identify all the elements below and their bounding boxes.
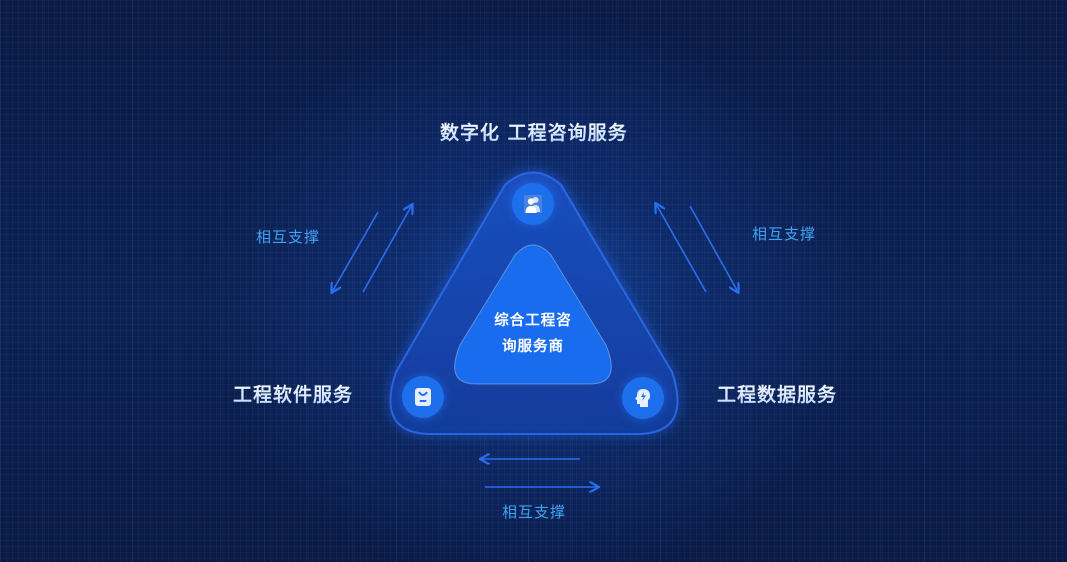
arrow-pair-top-left: [332, 205, 412, 292]
head-lightning-icon: [635, 389, 650, 407]
software-package-icon: [415, 388, 431, 406]
node-bottom-left: [402, 376, 444, 418]
arrow-pair-top-right: [656, 204, 738, 292]
left-service-title: 工程软件服务: [233, 380, 353, 407]
relation-label-bottom: 相互支撑: [502, 503, 567, 521]
inner-triangle: [454, 244, 612, 385]
relation-label-top-left: 相互支撑: [256, 228, 321, 246]
arrow-pair-bottom: [481, 459, 598, 487]
node-bottom-right: [622, 377, 664, 419]
users-icon: [524, 195, 542, 213]
node-top: [512, 183, 554, 225]
center-line-1: 综合工程咨: [494, 313, 572, 329]
center-core-label: 综合工程咨 询服务商: [473, 308, 593, 360]
relation-label-top-right: 相互支撑: [752, 225, 817, 243]
right-service-title: 工程数据服务: [717, 380, 837, 407]
center-line-2: 询服务商: [502, 339, 564, 355]
top-service-title: 数字化 工程咨询服务: [440, 118, 628, 145]
